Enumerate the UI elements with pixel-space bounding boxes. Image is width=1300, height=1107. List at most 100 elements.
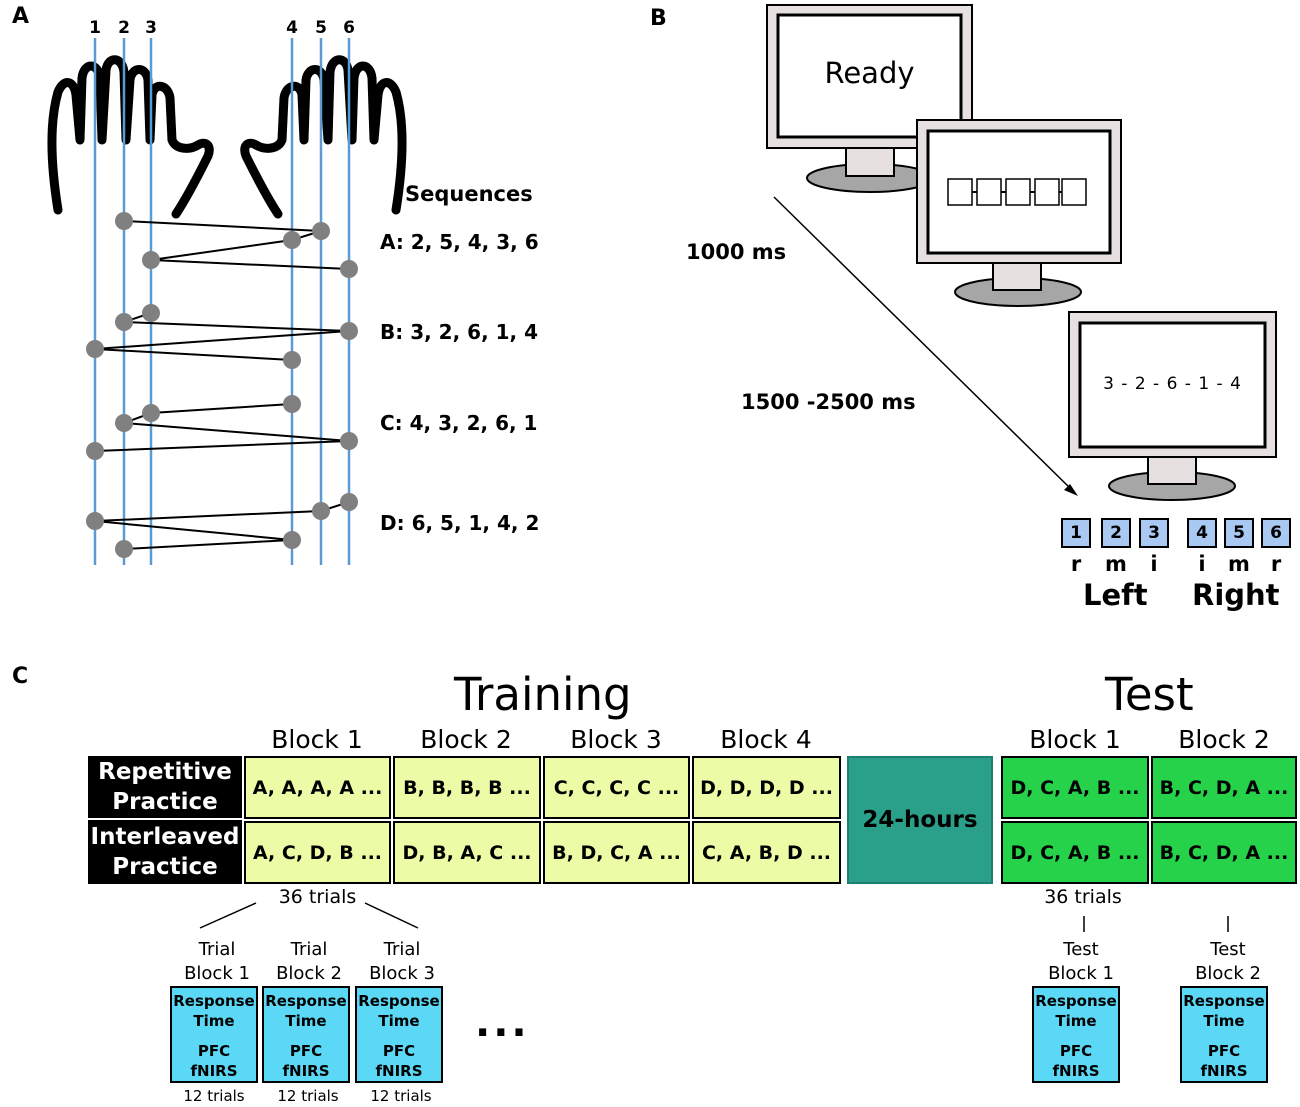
key-6: 6: [1261, 518, 1291, 548]
row-label-line1: Interleaved: [90, 824, 240, 850]
sequence-dot: [283, 395, 301, 413]
finger-number-4: 4: [286, 18, 298, 38]
finger-key-6: r: [1270, 552, 1282, 576]
monitor-sequence: [1068, 311, 1277, 501]
measure-box-trial-3: Response Time PFC fNIRS: [355, 986, 443, 1083]
trial-split-lines: [199, 902, 1229, 932]
measure-box-test-1: Response Time PFC fNIRS: [1032, 986, 1120, 1083]
panel-b-label: B: [650, 6, 667, 31]
measure-response: Response: [358, 992, 440, 1010]
interleaved-block-2-cell: D, B, A, C ...: [393, 821, 541, 884]
timeline-arrow: [773, 196, 1078, 496]
finger-key-1: r: [1070, 552, 1082, 576]
measure-fnirs: fNIRS: [375, 1062, 423, 1080]
measure-pfc: PFC: [197, 1042, 231, 1060]
trial-label-line2: Block 1: [184, 963, 250, 984]
measure-box-trial-2: Response Time PFC fNIRS: [262, 986, 350, 1083]
repetitive-block-3-cell: C, C, C, C ...: [543, 756, 690, 819]
training-trials-label: 36 trials: [278, 886, 357, 908]
sequence-dot: [283, 351, 301, 369]
trial-block-2-label: Trial Block 2: [264, 938, 354, 986]
key-4: 4: [1187, 518, 1217, 548]
sequence-dot: [312, 222, 330, 240]
row-label-line1: Repetitive: [98, 759, 232, 785]
panel-a-label: A: [12, 4, 30, 29]
trial-block-1-label: Trial Block 1: [172, 938, 262, 986]
measure-pfc: PFC: [1059, 1042, 1093, 1060]
measure-pfc: PFC: [289, 1042, 323, 1060]
twelve-trials-1: 12 trials: [183, 1087, 245, 1105]
finger-number-6: 6: [343, 18, 355, 38]
training-block-2-title: Block 2: [420, 725, 512, 754]
monitor-boxes: [916, 119, 1122, 307]
finger-number-1: 1: [89, 18, 101, 38]
sequence-b-label: B: 3, 2, 6, 1, 4: [380, 320, 539, 344]
finger-key-2: m: [1105, 552, 1127, 576]
right-hand-outline: [240, 55, 407, 219]
twelve-trials-2: 12 trials: [277, 1087, 339, 1105]
trial-label-line2: Block 3: [369, 963, 435, 984]
training-block-3-title: Block 3: [570, 725, 662, 754]
test-label-line2: Block 2: [1195, 963, 1261, 984]
training-block-4-title: Block 4: [720, 725, 812, 754]
key-5: 5: [1224, 518, 1254, 548]
test-sub-block-2-label: Test Block 2: [1183, 938, 1273, 986]
measure-pfc: PFC: [382, 1042, 416, 1060]
sequence-d-label: D: 6, 5, 1, 4, 2: [380, 511, 540, 535]
sequence-dot: [86, 340, 104, 358]
sequence-dot: [283, 531, 301, 549]
sequence-path-3: [94, 501, 350, 550]
test-sub-block-1-label: Test Block 1: [1036, 938, 1126, 986]
sequence-dot: [340, 322, 358, 340]
sequence-dot: [115, 212, 133, 230]
measure-time: Time: [193, 1012, 235, 1030]
repetitive-block-4-cell: D, D, D, D ...: [692, 756, 841, 819]
repetitive-practice-label: Repetitive Practice: [88, 756, 242, 818]
sequence-dot: [115, 313, 133, 331]
repetitive-test-block-1-cell: D, C, A, B ...: [1001, 756, 1149, 819]
panel-c-label: C: [12, 664, 29, 689]
trial-label-line1: Trial: [290, 939, 328, 960]
sequence-dot: [340, 432, 358, 450]
training-title: Training: [454, 668, 632, 721]
measure-fnirs: fNIRS: [190, 1062, 238, 1080]
sequence-stimulus-text: 3 - 2 - 6 - 1 - 4: [1103, 374, 1242, 394]
finger-number-5: 5: [315, 18, 327, 38]
interleaved-test-block-1-cell: D, C, A, B ...: [1001, 821, 1149, 884]
sequence-dot: [340, 260, 358, 278]
timing-1500-2500ms: 1500 -2500 ms: [741, 390, 916, 414]
test-trials-label: 36 trials: [1044, 886, 1122, 908]
measure-response: Response: [1035, 992, 1117, 1010]
interleaved-practice-label: Interleaved Practice: [88, 820, 242, 884]
sequence-dot: [115, 414, 133, 432]
sequence-dot: [142, 404, 160, 422]
measure-response: Response: [265, 992, 347, 1010]
finger-key-4: i: [1198, 552, 1206, 576]
measure-response: Response: [1183, 992, 1265, 1010]
trial-label-line2: Block 2: [276, 963, 342, 984]
row-label-line2: Practice: [112, 789, 218, 815]
measure-fnirs: fNIRS: [282, 1062, 330, 1080]
test-label-line2: Block 1: [1048, 963, 1114, 984]
sequences-title: Sequences: [405, 182, 533, 206]
right-hand-label: Right: [1192, 578, 1280, 612]
training-block-1-title: Block 1: [271, 725, 363, 754]
test-block-2-title: Block 2: [1178, 725, 1270, 754]
row-label-line2: Practice: [112, 854, 218, 880]
sequence-dot: [142, 304, 160, 322]
finger-number-3: 3: [145, 18, 157, 38]
key-3: 3: [1139, 518, 1169, 548]
trial-block-3-label: Trial Block 3: [357, 938, 447, 986]
measure-time: Time: [378, 1012, 420, 1030]
finger-key-3: i: [1150, 552, 1158, 576]
interleaved-block-3-cell: B, D, C, A ...: [543, 821, 690, 884]
test-label-line1: Test: [1210, 939, 1246, 960]
repetitive-block-1-cell: A, A, A, A ...: [244, 756, 391, 819]
repetitive-test-block-2-cell: B, C, D, A ...: [1151, 756, 1297, 819]
sequence-dot: [340, 493, 358, 511]
left-hand-outline: [47, 55, 214, 219]
finger-lines: [93, 38, 351, 565]
sequence-dot: [312, 502, 330, 520]
timing-1000ms: 1000 ms: [686, 240, 787, 264]
